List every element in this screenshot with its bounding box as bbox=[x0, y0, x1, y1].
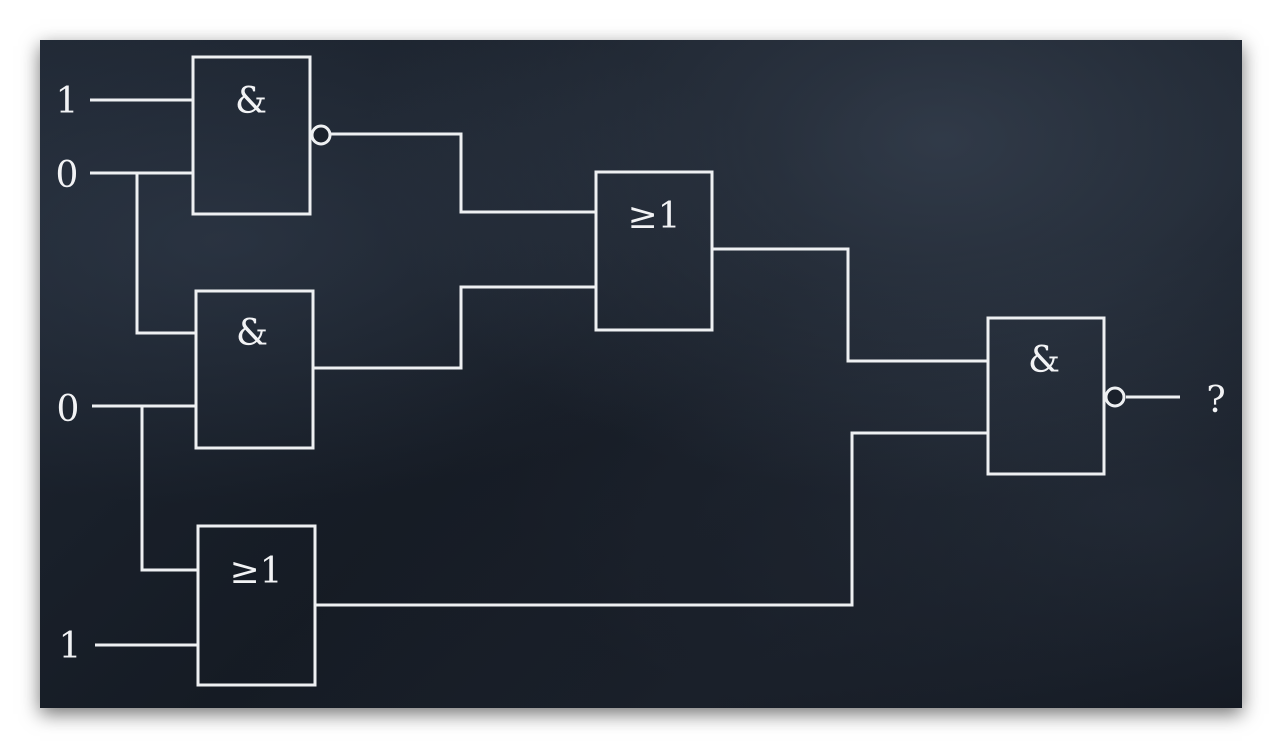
wire-in3-g4 bbox=[140, 406, 198, 572]
gate-5-inversion-bubble bbox=[1104, 386, 1126, 408]
wire-g2-g3 bbox=[313, 285, 596, 370]
input-3-label: 0 bbox=[57, 389, 80, 430]
gate-3-symbol: ≥1 bbox=[627, 196, 680, 237]
wires bbox=[90, 98, 1180, 647]
gate-5-box bbox=[986, 316, 1106, 476]
gate-4: ≥1 bbox=[196, 524, 317, 687]
chalkboard-background bbox=[40, 40, 1242, 708]
gate-3-box bbox=[594, 170, 714, 332]
io-labels: 1 0 0 1 ? bbox=[56, 81, 1226, 667]
output-label: ? bbox=[1206, 380, 1225, 421]
gate-1: & bbox=[191, 55, 332, 216]
gate-4-box bbox=[196, 524, 317, 687]
input-4-label: 1 bbox=[59, 626, 82, 667]
wire-g3-g5 bbox=[712, 247, 988, 363]
input-2-label: 0 bbox=[56, 155, 79, 196]
gate-3: ≥1 bbox=[594, 170, 714, 332]
chalkboard-photo bbox=[40, 40, 1242, 708]
wire-in2-g2 bbox=[135, 173, 196, 335]
gate-2-symbol: & bbox=[236, 313, 268, 354]
gate-1-box bbox=[191, 55, 312, 216]
gate-2-box bbox=[194, 289, 315, 450]
wire-g4-g5 bbox=[315, 431, 988, 607]
gate-1-inversion-bubble bbox=[310, 124, 332, 146]
gate-1-symbol: & bbox=[235, 81, 267, 122]
gate-5: & bbox=[986, 316, 1126, 476]
input-1-label: 1 bbox=[56, 81, 79, 122]
gate-2: & bbox=[194, 289, 315, 450]
gate-5-symbol: & bbox=[1028, 340, 1060, 381]
gate-4-symbol: ≥1 bbox=[229, 551, 282, 592]
wire-g1-g3 bbox=[331, 132, 596, 214]
